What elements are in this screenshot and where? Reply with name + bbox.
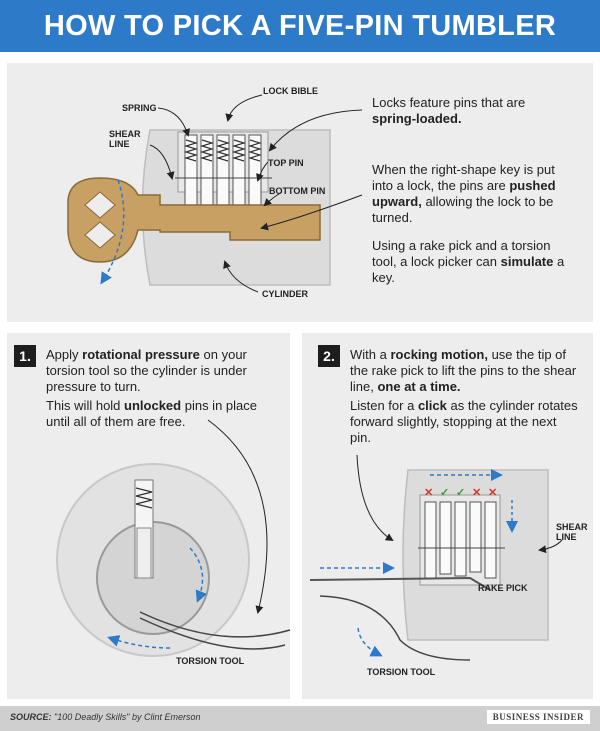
top-text-spring: Locks feature pins that are spring-loade… bbox=[372, 95, 526, 126]
label-bottom-pin: BOTTOM PIN bbox=[269, 186, 326, 196]
top-text-simulate: Using a rake pick and a torsion tool, a … bbox=[372, 238, 565, 285]
top-text-key: When the right-shape key is put into a l… bbox=[372, 162, 556, 225]
pin-mark: ✕ bbox=[488, 487, 498, 499]
brand-logo: BUSINESS INSIDER bbox=[486, 710, 590, 724]
pin-mark: ✓ bbox=[440, 487, 450, 499]
springs bbox=[183, 139, 263, 162]
label-rake-pick: RAKE PICK bbox=[478, 583, 528, 593]
page-title: HOW TO PICK A FIVE-PIN TUMBLER LOCK bbox=[0, 0, 600, 94]
pin-mark: ✕ bbox=[424, 487, 434, 499]
step1-text-1: Apply rotational pressure on your torsio… bbox=[46, 347, 247, 394]
step1-number: 1. bbox=[14, 345, 36, 367]
step2-text-2: Listen for a click as the cylinder rotat… bbox=[350, 398, 578, 445]
key-icon bbox=[67, 177, 321, 263]
label-cylinder: CYLINDER bbox=[262, 289, 309, 299]
label-lock-bible: LOCK BIBLE bbox=[263, 86, 318, 96]
rake-pick-diagram bbox=[309, 454, 563, 661]
label-top-pin: TOP PIN bbox=[268, 158, 304, 168]
step2-text-1: With a rocking motion, use the tip of th… bbox=[350, 347, 577, 394]
label-torsion-tool-1: TORSION TOOL bbox=[176, 656, 245, 666]
pin-mark: ✕ bbox=[472, 487, 482, 499]
source-credit: SOURCE: "100 Deadly Skills" by Clint Eme… bbox=[10, 712, 201, 722]
torsion-lock-diagram bbox=[56, 419, 291, 657]
step2-number: 2. bbox=[318, 345, 340, 367]
label-spring: SPRING bbox=[122, 103, 157, 113]
pin-stack bbox=[184, 134, 262, 215]
step1-text-2: This will hold unlocked pins in place un… bbox=[46, 398, 257, 429]
lock-cylinder-diagram bbox=[67, 94, 363, 293]
label-torsion-tool-2: TORSION TOOL bbox=[367, 667, 436, 677]
pin-mark: ✓ bbox=[456, 487, 466, 499]
